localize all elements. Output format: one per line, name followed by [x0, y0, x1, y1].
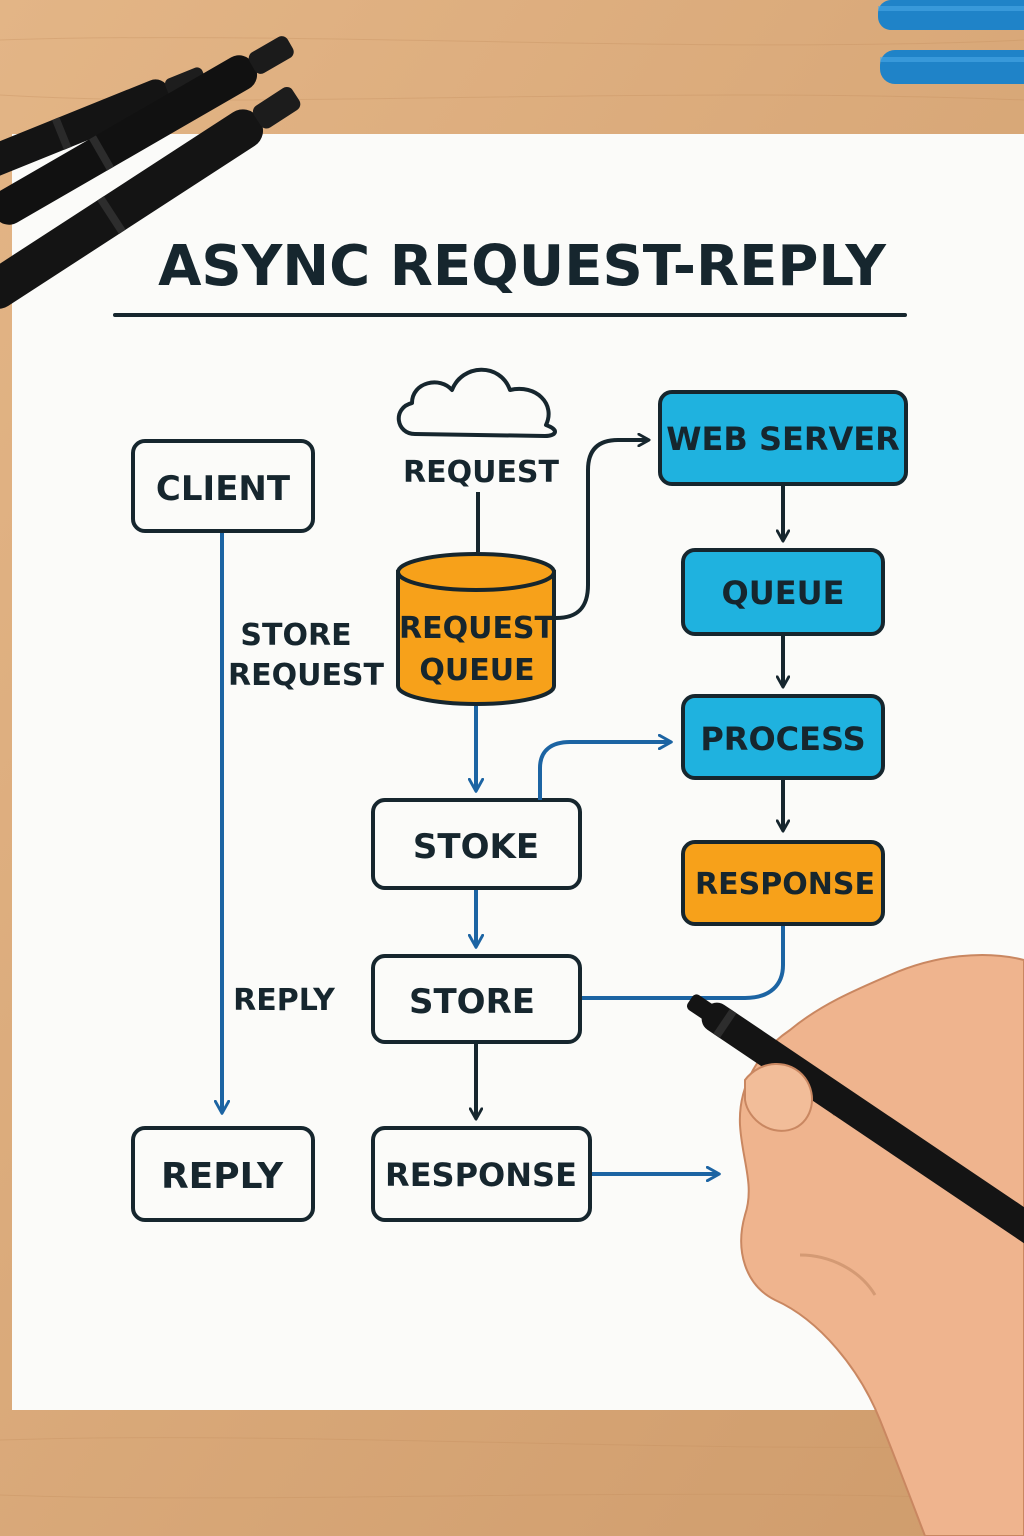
arrow-store-to-process [538, 742, 670, 800]
process-box [681, 694, 885, 780]
cloud-request-label: REQUEST [403, 455, 560, 490]
store-top-box [371, 798, 582, 890]
store-request-label-line1: STORE [240, 618, 351, 653]
store-bottom-box [371, 954, 582, 1044]
response-box [371, 1126, 592, 1222]
blue-marker-icon [878, 0, 1024, 84]
request-queue-label-line2: QUEUE [419, 653, 534, 688]
web-server-label: WEB SERVER [666, 420, 900, 458]
process-label: PROCESS [700, 720, 865, 758]
cloud-icon [396, 367, 557, 438]
hand-icon [686, 954, 1024, 1536]
arrow-queue-to-webserver [555, 440, 648, 620]
reply-box-label: REPLY [161, 1156, 284, 1197]
response-orange-box [681, 840, 885, 926]
arrow-response-to-store [582, 926, 785, 1000]
response-orange-label: RESPONSE [695, 867, 875, 902]
marker-pen-icon [0, 36, 301, 309]
store-top-label: STOKE [413, 827, 539, 867]
reply-box [131, 1126, 315, 1222]
store-request-label-line2: REQUEST [228, 658, 385, 693]
request-queue-label-line1: REQUEST [399, 611, 556, 646]
queue-box [681, 548, 885, 636]
queue-label: QUEUE [722, 574, 845, 612]
reply-label: REPLY [233, 983, 336, 1018]
store-bottom-label: STORE [409, 982, 535, 1022]
client-label: CLIENT [156, 469, 291, 509]
diagram-title: ASYNC REQUEST-REPLY [158, 234, 887, 299]
web-server-box [658, 390, 908, 486]
response-box-label: RESPONSE [385, 1156, 577, 1194]
client-box [131, 439, 315, 533]
database-icon [396, 552, 556, 706]
